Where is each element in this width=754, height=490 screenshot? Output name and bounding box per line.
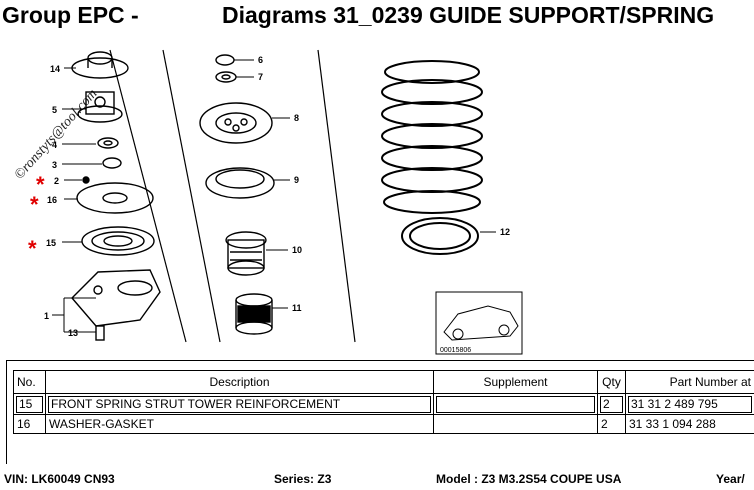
part-4-drawing (97, 137, 119, 149)
label-15: 15 (46, 238, 56, 248)
title-bar: Group EPC - Diagrams 31_0239 GUIDE SUPPO… (0, 0, 754, 30)
label-16: 16 (47, 195, 57, 205)
label-5: 5 (52, 105, 57, 115)
series-label: Series: Z3 (274, 472, 332, 486)
vin-label: VIN: LK60049 CN93 (4, 472, 115, 486)
asterisk-part-2: * (36, 172, 45, 197)
row-supplement[interactable] (433, 393, 598, 415)
year-label: Year/ (716, 472, 745, 486)
label-9: 9 (294, 175, 299, 185)
divider-line (109, 49, 187, 343)
label-12: 12 (500, 227, 510, 237)
car-thumbnail: 00015806 (435, 291, 523, 355)
row-part-number: 31 31 2 489 795 (625, 393, 754, 415)
group-label: Group EPC - (2, 2, 139, 28)
label-2: 2 (54, 176, 59, 186)
part-13-drawing (95, 325, 105, 341)
part-7-drawing (215, 71, 237, 83)
row-part-number: 31 33 1 094 288 (625, 414, 754, 434)
part-6-drawing (215, 54, 235, 66)
col-header-supplement: Supplement (433, 370, 598, 394)
label-1: 1 (44, 311, 49, 321)
row-no: 15 (13, 393, 46, 415)
part-3-drawing (102, 157, 122, 169)
row-qty: 2 (597, 414, 626, 434)
label-4: 4 (52, 140, 57, 150)
table-row[interactable]: 16 WASHER-GASKET 2 31 33 1 094 288 (13, 414, 754, 434)
parts-table: No. Description Supplement Qty Part Numb… (13, 370, 754, 434)
asterisk-part-15: * (28, 236, 37, 261)
col-header-part-number: Part Number at (625, 370, 754, 394)
label-13: 13 (68, 328, 78, 338)
col-header-no: No. (13, 370, 46, 394)
part-10-drawing (225, 231, 267, 276)
part-2-drawing (82, 176, 90, 184)
label-10: 10 (292, 245, 302, 255)
footer-bar: VIN: LK60049 CN93 Series: Z3 Model : Z3 … (0, 470, 754, 490)
label-14: 14 (50, 64, 60, 74)
table-header-row: No. Description Supplement Qty Part Numb… (13, 370, 754, 394)
table-frame-left (6, 360, 7, 464)
part-12-spring-drawing (381, 60, 483, 255)
row-description: FRONT SPRING STRUT TOWER REINFORCEMENT (45, 393, 434, 415)
parts-diagram: ©ronstyts@tool.com (0, 30, 754, 360)
label-7: 7 (258, 72, 263, 82)
exploded-view-drawing: ©ronstyts@tool.com (12, 49, 523, 355)
row-no: 16 (13, 414, 46, 434)
row-supplement[interactable] (433, 414, 598, 434)
label-3: 3 (52, 160, 57, 170)
part-9-drawing (205, 167, 275, 199)
divider-line (162, 49, 221, 343)
asterisk-part-16: * (30, 192, 39, 217)
label-11: 11 (292, 303, 302, 313)
part-5-drawing (77, 91, 123, 123)
label-6: 6 (258, 55, 263, 65)
part-16-drawing (76, 182, 154, 214)
part-14-drawing (71, 51, 129, 79)
model-label: Model : Z3 M3.2S54 COUPE USA (436, 472, 622, 486)
divider-line (317, 49, 356, 343)
col-header-description: Description (45, 370, 434, 394)
row-qty: 2 (597, 393, 626, 415)
col-header-qty: Qty (597, 370, 626, 394)
part-15-drawing (81, 226, 155, 256)
table-row[interactable]: 15 FRONT SPRING STRUT TOWER REINFORCEMEN… (13, 393, 754, 415)
thumbnail-code: 00015806 (440, 347, 471, 354)
diagram-title: Diagrams 31_0239 GUIDE SUPPORT/SPRING (222, 2, 715, 28)
row-description: WASHER-GASKET (45, 414, 434, 434)
label-8: 8 (294, 113, 299, 123)
part-11-drawing (235, 293, 273, 335)
part-8-drawing (199, 102, 273, 144)
table-frame-top (6, 360, 754, 361)
